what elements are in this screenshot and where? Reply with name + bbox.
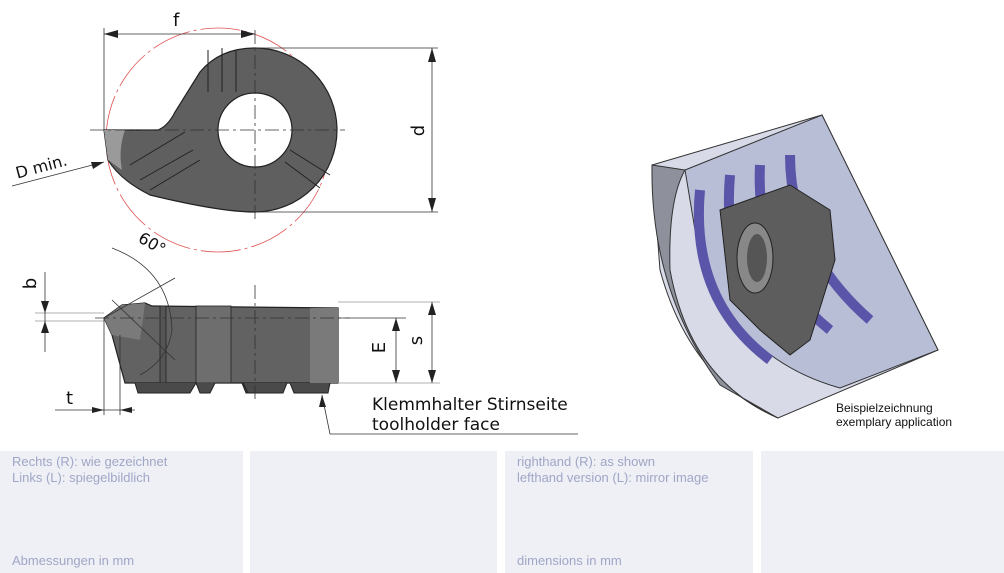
info-panel-empty-1 (250, 451, 497, 573)
example-label-de: Beispielzeichnung (836, 401, 933, 415)
toolholder-label-en: toolholder face (372, 415, 500, 435)
insert-side-view (35, 247, 578, 435)
handedness-left-de: Links (L): spiegelbildlich (12, 470, 151, 485)
technical-drawing (11, 27, 939, 435)
handedness-right-de: Rechts (R): wie gezeichnet (12, 454, 168, 469)
units-note-en: dimensions in mm (517, 553, 622, 568)
info-panel-german: Rechts (R): wie gezeichnet Links (L): sp… (0, 451, 243, 573)
insert-top-view (11, 27, 438, 253)
dim-s-label: s (406, 335, 428, 346)
info-panel-empty-2 (761, 451, 1004, 573)
dim-b-label: b (20, 277, 42, 290)
example-label-en: exemplary application (836, 415, 953, 429)
application-illustration (651, 114, 939, 419)
dim-t-label: t (66, 388, 74, 409)
info-panel-english: righthand (R): as shown lefthand version… (505, 451, 753, 573)
dim-e-label: E (369, 341, 391, 354)
handedness-right-en: righthand (R): as shown (517, 454, 656, 469)
units-note-de: Abmessungen in mm (12, 553, 135, 568)
dim-d-label: d (408, 124, 430, 137)
toolholder-label-de: Klemmhalter Stirnseite (372, 395, 568, 415)
handedness-left-en: lefthand version (L): mirror image (517, 470, 709, 485)
dim-f-label: f (173, 10, 180, 31)
